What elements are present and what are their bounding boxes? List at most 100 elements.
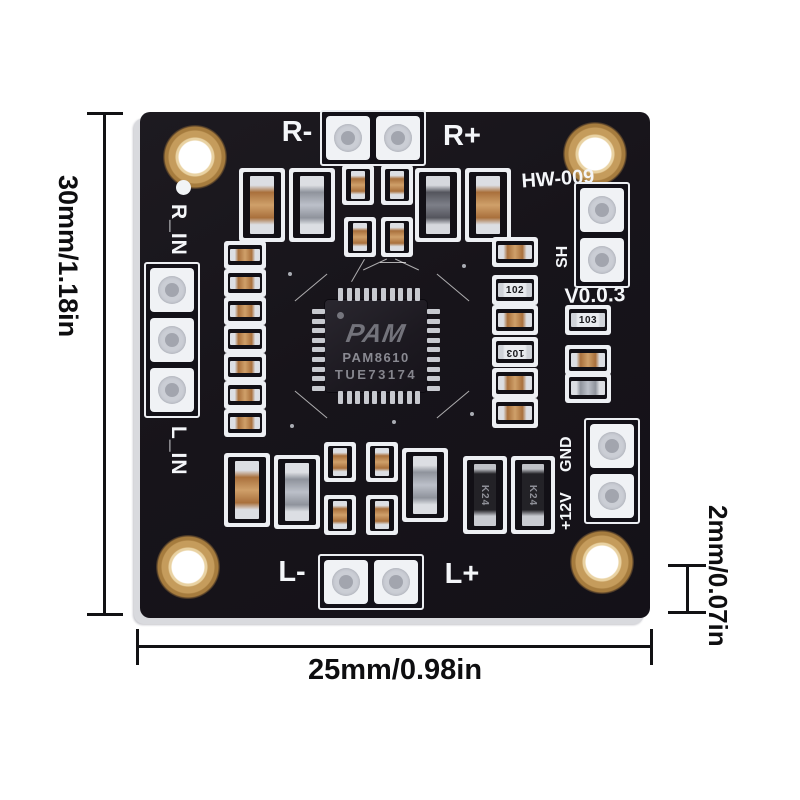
chip-pin — [427, 366, 440, 372]
smd-capacitor — [402, 448, 448, 522]
smd-capacitor — [224, 241, 266, 269]
chip-pin — [372, 288, 378, 301]
resistor-code: 102 — [505, 284, 525, 296]
width-dimension-cap-left — [136, 629, 139, 665]
chip-pin — [372, 391, 378, 404]
chip-pin — [406, 288, 412, 301]
mounting-hole-top-right — [563, 122, 627, 186]
chip-pin — [312, 328, 325, 334]
chip-pin — [346, 391, 352, 404]
smd-capacitor — [366, 495, 398, 535]
width-dimension-cap-right — [650, 629, 653, 665]
pad-gnd-in — [150, 318, 194, 362]
chip-pin — [312, 376, 325, 382]
pad-l-in — [150, 368, 194, 412]
trace-line — [294, 273, 328, 302]
chip-pin — [312, 318, 325, 324]
chip-pin — [312, 347, 325, 353]
via-dot — [288, 272, 292, 276]
chip-pin — [363, 288, 369, 301]
pad-r-plus — [376, 116, 420, 160]
height-dimension-label: 30mm/1.18in — [53, 175, 83, 338]
via-dot — [470, 412, 474, 416]
chip-batch-code: TUE73174 — [334, 367, 418, 382]
chip-pin — [338, 391, 343, 404]
height-dimension-cap-top — [87, 112, 123, 115]
label-gnd: GND — [558, 436, 575, 472]
label-r-plus: R+ — [443, 120, 481, 152]
smd-capacitor — [565, 345, 611, 375]
via-dot — [290, 424, 294, 428]
pad-12v — [590, 474, 634, 518]
trace-line — [294, 390, 328, 419]
diode-code: K24 — [527, 484, 539, 506]
chip-pin — [398, 391, 404, 404]
chip-pin — [398, 288, 404, 301]
mounting-hole-bottom-right — [570, 530, 634, 594]
smd-diode: K24 — [463, 456, 507, 534]
smd-capacitor — [565, 373, 611, 403]
label-l-plus: L+ — [444, 558, 480, 590]
pad-r-in — [150, 268, 194, 312]
label-r-minus: R- — [281, 116, 313, 148]
smd-capacitor — [415, 168, 461, 242]
chip-pin — [381, 288, 386, 301]
smd-capacitor — [324, 495, 356, 535]
r-channel-pads — [320, 110, 426, 166]
chip-pin — [427, 357, 440, 362]
trace-line — [395, 258, 419, 271]
smd-capacitor — [224, 381, 266, 409]
width-dimension-line — [137, 645, 652, 648]
pin1-dot — [337, 312, 344, 319]
chip-pin — [312, 366, 325, 372]
smd-capacitor — [381, 217, 413, 257]
chip-pin — [427, 328, 440, 334]
chip-pin — [381, 391, 386, 404]
chip-pin — [427, 309, 440, 314]
pcb-board: R- R+ HW-009 V0.0.3 SH R_IN L_IN GND +12… — [140, 110, 650, 618]
chip-logo: PAM — [344, 318, 409, 348]
chip-pin — [415, 391, 421, 404]
pad-gnd — [590, 424, 634, 468]
chip-pin — [312, 385, 325, 391]
label-power: +12V — [558, 492, 575, 530]
chip-pin — [389, 288, 395, 301]
label-l-minus: L- — [278, 556, 306, 588]
chip-pin — [355, 391, 361, 404]
thickness-dimension-cap-top — [668, 564, 706, 567]
height-dimension-cap-bottom — [87, 613, 123, 616]
smd-diode: K24 — [511, 456, 555, 534]
chip-pin — [415, 288, 421, 301]
smd-capacitor — [381, 165, 413, 205]
chip-pin — [312, 357, 325, 362]
via-dot — [462, 264, 466, 268]
fiducial-dot — [176, 180, 191, 195]
chip-pin — [389, 391, 395, 404]
smd-capacitor — [492, 237, 538, 267]
sh-pads — [574, 182, 630, 288]
mounting-hole-top-left — [163, 125, 227, 189]
smd-capacitor — [324, 442, 356, 482]
chip-pin — [363, 391, 369, 404]
smd-capacitor — [342, 165, 374, 205]
pad-l-minus — [324, 560, 368, 604]
thickness-dimension-cap-bottom — [668, 611, 706, 614]
smd-capacitor — [465, 168, 511, 242]
diode-code: K24 — [479, 484, 491, 506]
via-dot — [392, 420, 396, 424]
trace-line — [380, 262, 406, 263]
smd-capacitor — [492, 305, 538, 335]
chip-pin — [312, 309, 325, 314]
trace-line — [436, 273, 470, 302]
smd-capacitor — [224, 325, 266, 353]
smd-capacitor — [366, 442, 398, 482]
smd-resistor: 102 — [492, 275, 538, 305]
smd-capacitor — [224, 353, 266, 381]
chip-pin — [427, 376, 440, 382]
pad-sh-2 — [580, 238, 624, 282]
chip-part-number: PAM8610 — [342, 350, 410, 365]
chip-pin — [355, 288, 361, 301]
smd-capacitor — [492, 368, 538, 398]
chip-pin — [338, 288, 343, 301]
